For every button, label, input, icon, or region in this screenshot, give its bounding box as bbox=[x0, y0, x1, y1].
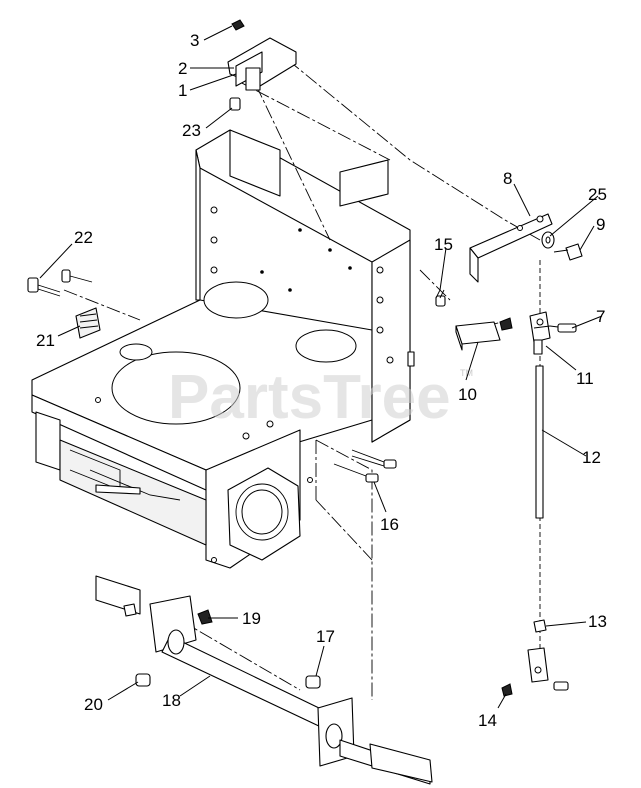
nut-13 bbox=[533, 619, 547, 633]
callout-7: 7 bbox=[596, 307, 605, 326]
spring-plate-21 bbox=[75, 307, 101, 339]
callout-21: 21 bbox=[36, 331, 55, 350]
callout-8: 8 bbox=[503, 169, 512, 188]
arm-8 bbox=[469, 213, 553, 283]
clevis-11 bbox=[529, 311, 551, 355]
bolt-9 bbox=[553, 243, 583, 261]
callout-12: 12 bbox=[582, 448, 601, 467]
callout-14: 14 bbox=[478, 711, 497, 730]
main-frame bbox=[31, 129, 415, 569]
callout-16: 16 bbox=[380, 515, 399, 534]
callout-10: 10 bbox=[458, 385, 477, 404]
callout-11: 11 bbox=[576, 369, 594, 388]
callout-13: 13 bbox=[588, 612, 607, 631]
bracket-10 bbox=[455, 317, 513, 351]
callout-9: 9 bbox=[596, 215, 605, 234]
watermark-trademark: TM bbox=[460, 368, 473, 378]
bolt-22 bbox=[27, 269, 93, 297]
callout-17: 17 bbox=[316, 627, 335, 646]
upper-bracket bbox=[227, 19, 297, 111]
callout-20: 20 bbox=[84, 695, 103, 714]
callout-2: 2 bbox=[178, 59, 187, 78]
callout-labels: 3 2 1 23 8 25 9 15 22 21 7 11 10 12 16 1… bbox=[36, 31, 607, 730]
leader-lines bbox=[39, 25, 603, 709]
bolts-16 bbox=[333, 449, 397, 483]
callout-19: 19 bbox=[242, 609, 261, 628]
callout-18: 18 bbox=[162, 691, 181, 710]
callout-23: 23 bbox=[182, 121, 201, 140]
nut-19 bbox=[123, 603, 213, 625]
callout-3: 3 bbox=[190, 31, 199, 50]
clip-14 bbox=[501, 683, 513, 697]
bushing-17 bbox=[305, 675, 321, 689]
callout-22: 22 bbox=[74, 228, 93, 247]
shaft-18 bbox=[95, 575, 433, 785]
callout-1: 1 bbox=[178, 81, 187, 100]
rod-12 bbox=[535, 365, 544, 519]
pin-7 bbox=[549, 323, 577, 333]
bolt-20 bbox=[135, 673, 151, 687]
callout-15: 15 bbox=[434, 235, 453, 254]
bolt-15 bbox=[435, 289, 446, 307]
clevis-lower bbox=[527, 647, 569, 691]
callout-25: 25 bbox=[588, 185, 607, 204]
watermark-text: PartsTree bbox=[168, 363, 451, 432]
washer-25 bbox=[541, 231, 555, 249]
